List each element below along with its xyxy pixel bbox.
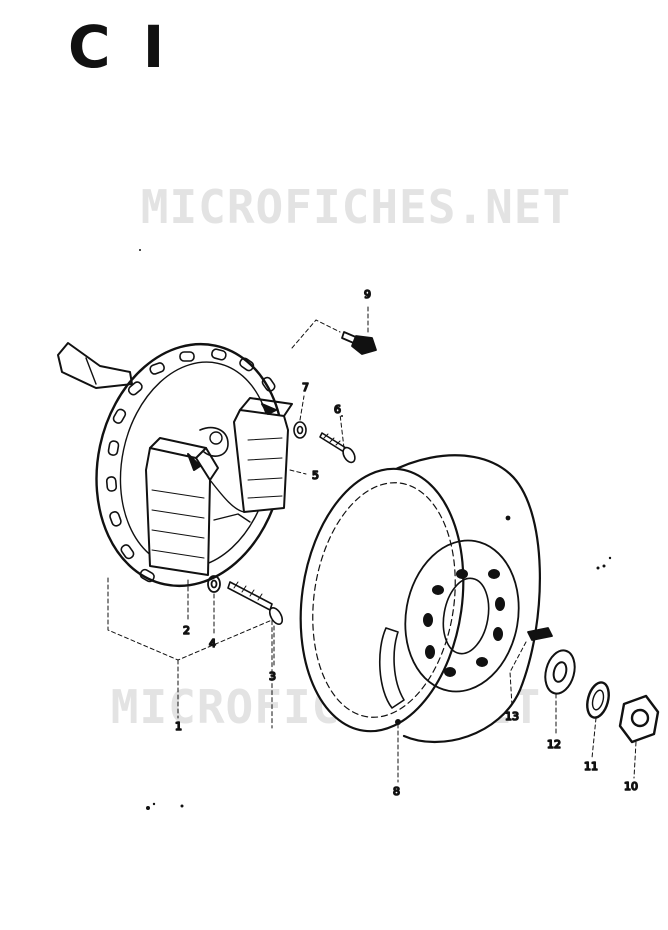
callout-12: 12 <box>547 738 561 751</box>
stator-coil-right <box>233 397 293 513</box>
section-code: C I <box>68 13 171 81</box>
leader-lines <box>107 303 637 783</box>
part-13-key <box>527 627 553 641</box>
callout-3: 3 <box>269 670 276 683</box>
part-4-washer <box>207 575 221 593</box>
part-7-washer <box>293 421 307 439</box>
callout-10: 10 <box>624 780 638 793</box>
part-3-screw <box>227 581 284 625</box>
callout-labels: 1 2 3 4 5 6 7 8 9 10 11 12 13 <box>174 287 639 799</box>
part-12-washer <box>544 649 576 695</box>
stator-plate-assembly <box>57 342 293 588</box>
callout-2: 2 <box>183 624 190 637</box>
part-8-flywheel <box>299 454 541 744</box>
callout-6: 6 <box>334 403 341 416</box>
callout-8: 8 <box>393 785 400 798</box>
part-10-nut <box>618 694 660 744</box>
callout-1: 1 <box>175 720 182 733</box>
part-9-bolt <box>341 331 377 355</box>
part-11-lock-washer <box>586 681 610 719</box>
stator-coil-left <box>145 437 219 576</box>
callout-11: 11 <box>584 760 598 773</box>
part-6-screw <box>319 432 356 464</box>
wire-lead <box>57 342 133 389</box>
scan-specks <box>139 249 612 810</box>
callout-7: 7 <box>302 381 309 394</box>
callout-9: 9 <box>364 288 371 301</box>
callout-4: 4 <box>209 637 216 650</box>
callout-13: 13 <box>505 710 519 723</box>
callout-5: 5 <box>312 469 319 482</box>
